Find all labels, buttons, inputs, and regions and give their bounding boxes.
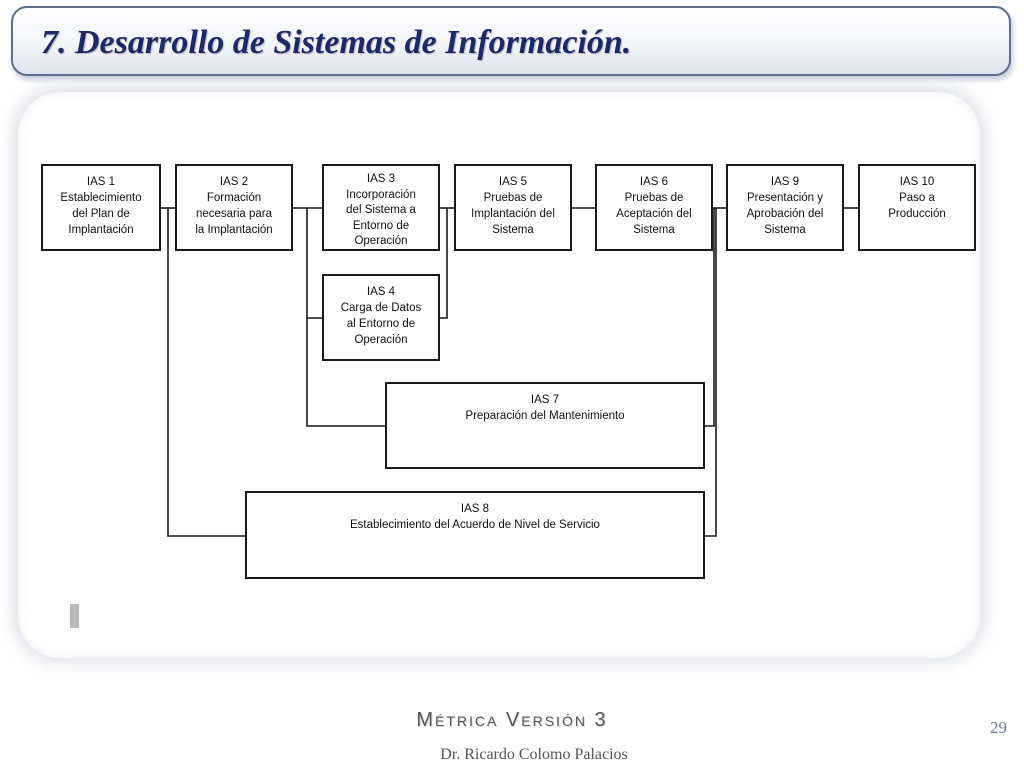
ias7-line-1: IAS 7	[530, 394, 560, 406]
connector-ias4-ias5	[439, 208, 448, 319]
ias5-line-4: Sistema	[492, 224, 534, 236]
ias2-line-3: necesaria para	[195, 208, 273, 220]
ias4-line-2: Carga de Datos	[340, 302, 422, 314]
ias1-line-3: del Plan de	[72, 208, 130, 220]
page-number: 29	[990, 718, 1007, 737]
ias8-box: IAS 8 Establecimiento del Acuerdo de Niv…	[245, 491, 705, 579]
connector-ias2-ias4	[306, 208, 323, 319]
ias3-line-3: del Sistema a	[346, 204, 416, 216]
ias2-box: IAS 2 Formación necesaria para la Implan…	[175, 164, 293, 251]
ias7-box: IAS 7 Preparación del Mantenimiento	[385, 382, 705, 469]
ias1-line-2: Establecimiento	[60, 192, 142, 204]
ias9-line-3: Aprobación del	[746, 208, 824, 220]
ias6-line-1: IAS 6	[639, 176, 669, 188]
ias3-box: IAS 3 Incorporación del Sistema a Entorn…	[322, 164, 440, 251]
ias10-line-1: IAS 10	[899, 176, 935, 188]
ias3-line-5: Operación	[354, 235, 408, 247]
ias6-line-4: Sistema	[633, 224, 675, 236]
ias5-line-2: Pruebas de	[483, 192, 543, 204]
ias10-line-3: Producción	[888, 208, 946, 220]
ias1-line-1: IAS 1	[86, 176, 116, 188]
ias10-box: IAS 10 Paso a Producción	[858, 164, 976, 251]
ias8-line-2: Establecimiento del Acuerdo de Nivel de …	[350, 519, 600, 531]
ias3-line-2: Incorporación	[346, 188, 416, 201]
ias5-box: IAS 5 Pruebas de Implantación del Sistem…	[454, 164, 572, 251]
ias8-line-1: IAS 8	[460, 503, 490, 515]
slide-title: 7. Desarrollo de Sistemas de Información…	[41, 24, 632, 61]
ias6-line-3: Aceptación del	[616, 208, 692, 220]
ias4-line-4: Operación	[354, 334, 408, 346]
ias1-line-4: Implantación	[68, 224, 134, 236]
ias3-line-1: IAS 3	[366, 173, 396, 185]
ias5-line-3: Implantación del	[471, 208, 555, 220]
title-bar: 7. Desarrollo de Sistemas de Información…	[11, 6, 1011, 76]
ias5-line-1: IAS 5	[498, 176, 528, 188]
ias6-box: IAS 6 Pruebas de Aceptación del Sistema	[595, 164, 713, 251]
ias9-line-1: IAS 9	[770, 176, 800, 188]
ias1-box: IAS 1 Establecimiento del Plan de Implan…	[41, 164, 161, 251]
connector-ias8-ias9	[704, 208, 717, 537]
ias6-line-2: Pruebas de	[624, 192, 684, 204]
ias4-line-1: IAS 4	[366, 286, 396, 298]
ias4-line-3: al Entorno de	[346, 318, 416, 330]
panel-side-mark	[70, 604, 79, 628]
ias2-line-4: la Implantación	[195, 224, 273, 236]
ias9-box: IAS 9 Presentación y Aprobación del Sist…	[726, 164, 844, 251]
ias7-line-2: Preparación del Mantenimiento	[465, 410, 625, 422]
connector-ias2-ias7	[306, 318, 386, 427]
footer-title: Métrica Versión 3	[416, 709, 608, 731]
ias9-line-2: Presentación y	[746, 192, 824, 204]
ias10-line-2: Paso a	[899, 192, 935, 204]
connector-ias1-ias8	[167, 208, 246, 537]
ias4-box: IAS 4 Carga de Datos al Entorno de Opera…	[322, 274, 440, 361]
ias2-line-1: IAS 2	[219, 176, 249, 188]
ias2-line-2: Formación	[206, 192, 262, 204]
ias3-line-4: Entorno de	[352, 219, 410, 232]
footer-author: Dr. Ricardo Colomo Palacios	[440, 746, 628, 763]
ias9-line-4: Sistema	[764, 224, 806, 236]
connector-ias7-ias9	[704, 208, 715, 427]
